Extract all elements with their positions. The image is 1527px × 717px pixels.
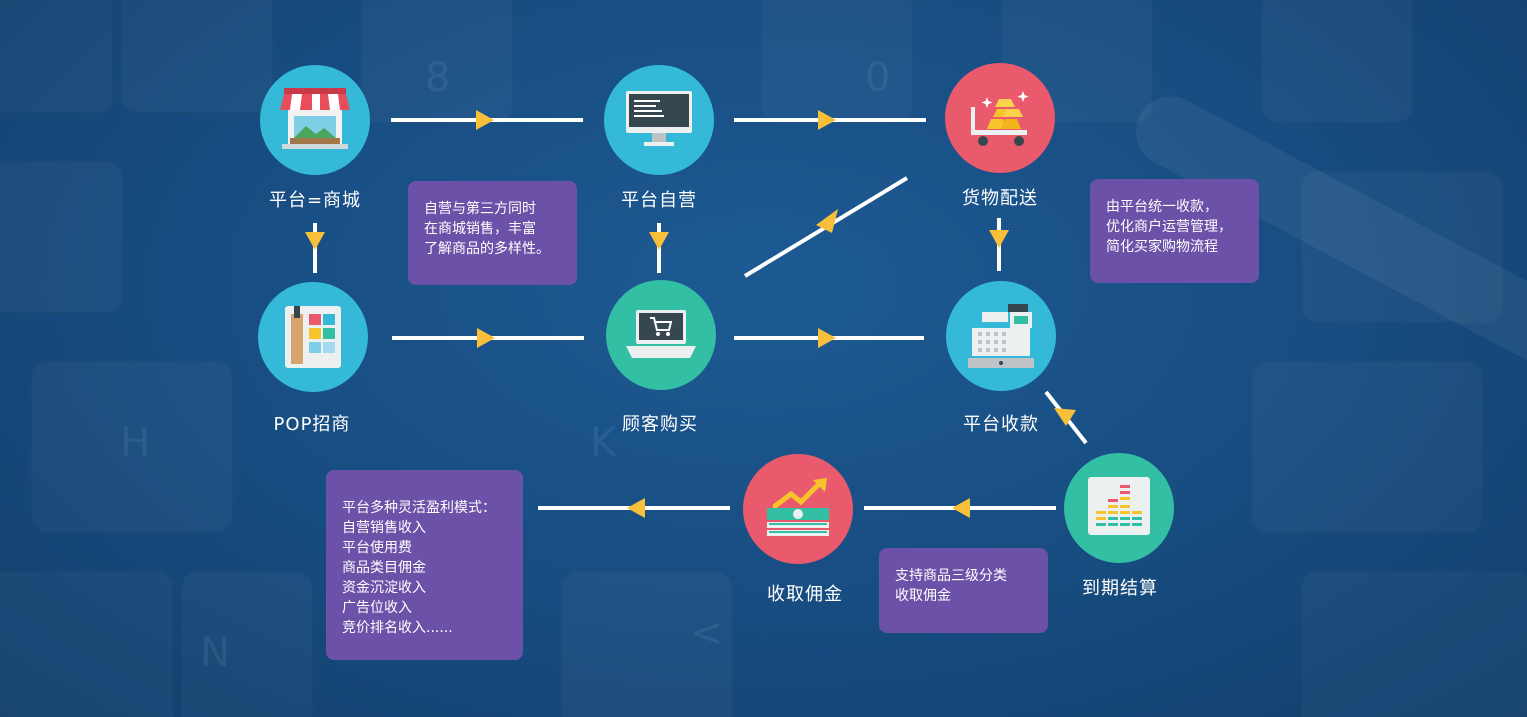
note-unified-payment: 由平台统一收款， 优化商户运营管理， 简化买家购物流程	[1090, 179, 1259, 283]
note-line: 商品类目佣金	[342, 560, 426, 576]
note-commission-levels: 支持商品三级分类 收取佣金	[879, 548, 1048, 633]
node-self-operated	[604, 65, 714, 175]
bar-chart-icon	[1088, 477, 1150, 535]
note-line: 广告位收入	[342, 600, 412, 616]
note-line: 支持商品三级分类	[895, 568, 1007, 584]
node-collection	[946, 281, 1056, 391]
note-line: 优化商户运营管理，	[1106, 219, 1232, 235]
label-settlement: 到期结算	[1082, 578, 1158, 599]
label-pop: POP招商	[273, 414, 351, 435]
storefront-icon	[280, 88, 350, 149]
cash-register-icon	[968, 304, 1034, 368]
label-purchase: 顾客购买	[622, 414, 698, 435]
node-pop	[258, 282, 368, 392]
arrow-left-icon	[952, 498, 970, 518]
label-mall: 平台=商城	[268, 190, 362, 211]
arrow-down-icon	[989, 230, 1009, 248]
note-line: 竞价排名收入......	[342, 620, 453, 636]
note-line: 自营与第三方同时	[424, 201, 536, 217]
arrow-right-icon	[818, 110, 836, 130]
label-self-operated: 平台自营	[621, 190, 697, 211]
arrow-down-icon	[305, 232, 325, 250]
note-line: 简化买家购物流程	[1106, 239, 1218, 255]
connector-collection-to-settlement	[1044, 390, 1088, 445]
label-collection: 平台收款	[963, 414, 1039, 435]
note-line: 收取佣金	[895, 588, 951, 604]
note-line: 自营销售收入	[342, 520, 426, 536]
note-line: 资金沉淀收入	[342, 580, 426, 596]
note-line: 平台使用费	[342, 540, 412, 556]
note-line: 了解商品的多样性。	[424, 241, 550, 257]
node-delivery	[945, 63, 1055, 173]
arrow-down-icon	[649, 232, 669, 250]
label-commission: 收取佣金	[767, 584, 843, 605]
arrow-right-icon	[476, 110, 494, 130]
node-settlement	[1064, 453, 1174, 563]
monitor-code-icon	[626, 91, 692, 146]
node-commission	[743, 454, 853, 564]
note-line: 由平台统一收款，	[1106, 199, 1218, 215]
label-delivery: 货物配送	[962, 188, 1038, 209]
laptop-cart-icon	[626, 310, 696, 358]
connector-delivery-to-purchase	[743, 176, 909, 278]
arrow-left-icon	[627, 498, 645, 518]
palette-icon	[285, 306, 341, 368]
arrow-right-icon	[477, 328, 495, 348]
note-line: 平台多种灵活盈利模式：	[342, 500, 496, 516]
note-profit-models: 平台多种灵活盈利模式： 自营销售收入 平台使用费 商品类目佣金 资金沉淀收入 广…	[326, 470, 523, 660]
node-mall	[260, 65, 370, 175]
gold-cart-icon	[971, 91, 1029, 146]
money-growth-icon	[767, 478, 829, 536]
note-diversity: 自营与第三方同时 在商城销售，丰富 了解商品的多样性。	[408, 181, 577, 285]
arrow-right-icon	[818, 328, 836, 348]
note-line: 在商城销售，丰富	[424, 221, 536, 237]
node-purchase	[606, 280, 716, 390]
